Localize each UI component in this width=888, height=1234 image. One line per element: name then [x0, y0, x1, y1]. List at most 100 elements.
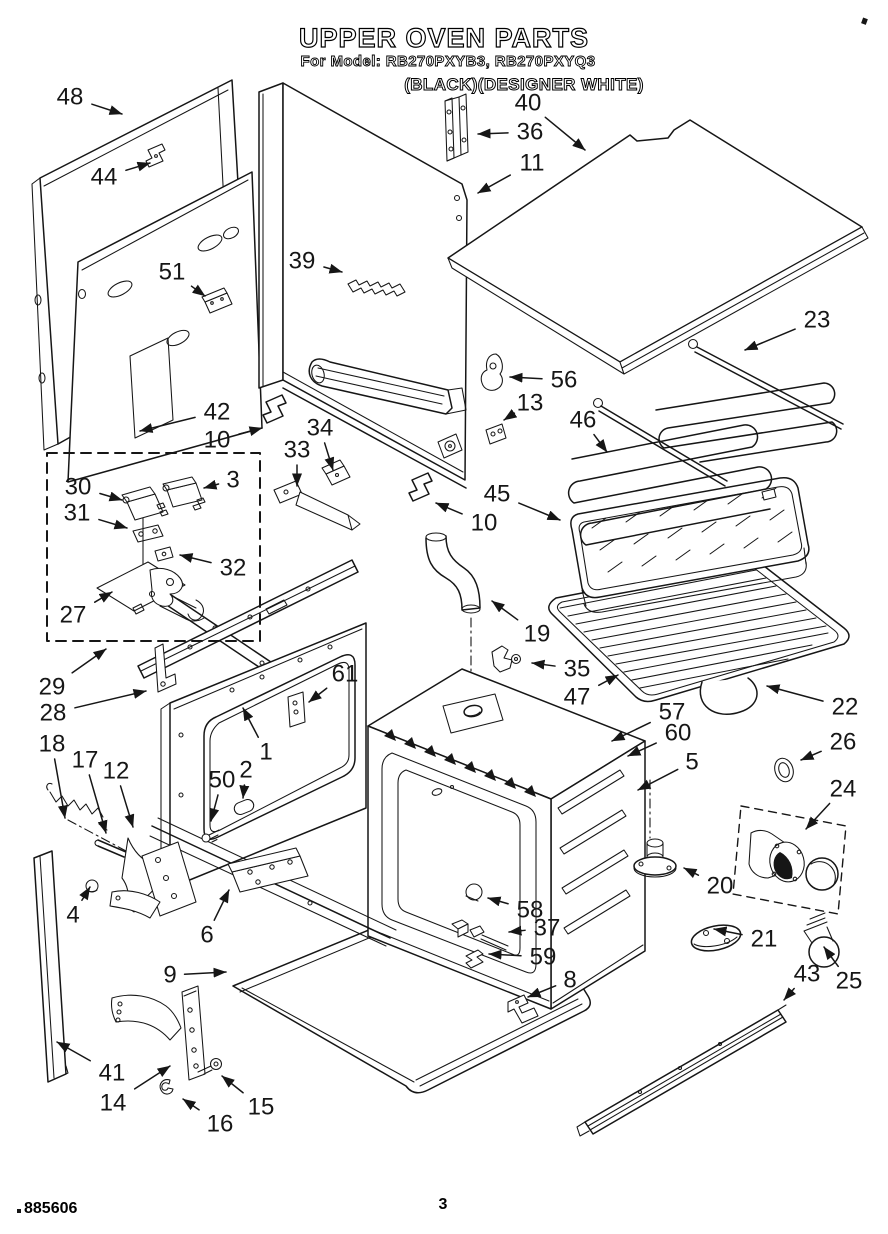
clip-44 — [145, 143, 166, 168]
callout-arrow-22 — [766, 684, 824, 702]
broiler-pan — [570, 476, 810, 613]
callout-label-46: 46 — [570, 407, 597, 434]
callout-arrow-21 — [713, 926, 743, 937]
callout-label-34: 34 — [307, 415, 334, 442]
callout-label-48: 48 — [57, 84, 84, 111]
callout-label-14: 14 — [100, 1090, 127, 1117]
light-socket-24 — [732, 805, 847, 915]
callout-label-56: 56 — [551, 367, 578, 394]
callout-arrow-2 — [239, 784, 250, 799]
callout-arrow-41 — [56, 1041, 92, 1062]
callout-label-60: 60 — [665, 720, 692, 747]
callout-arrow-37 — [508, 925, 526, 936]
main-top-panel — [447, 119, 869, 375]
bracket-6 — [227, 847, 309, 893]
callout-label-44: 44 — [91, 164, 118, 191]
vent-opening-plate — [442, 693, 504, 734]
keyhole-bracket-56 — [480, 353, 503, 391]
callout-arrow-3 — [203, 479, 220, 490]
latch-assembly-box — [46, 452, 261, 642]
callout-arrow-20 — [683, 867, 700, 879]
page-number: 3 — [439, 1196, 448, 1213]
callout-arrow-28 — [74, 689, 147, 709]
callout-label-25: 25 — [836, 968, 863, 995]
bracket-28 — [154, 643, 177, 693]
callout-label-29: 29 — [39, 674, 66, 701]
clip-10-lower — [408, 472, 433, 502]
callout-label-50: 50 — [209, 767, 236, 794]
callout-arrow-47 — [598, 674, 619, 687]
callout-arrow-58 — [487, 896, 509, 907]
callout-label-12: 12 — [103, 758, 130, 785]
footer-dot — [17, 1209, 21, 1213]
cap-58 — [465, 883, 483, 902]
bracket-51 — [201, 287, 233, 314]
callout-label-61: 61 — [332, 661, 359, 688]
callout-arrow-12 — [119, 785, 135, 828]
callout-arrow-32 — [179, 553, 212, 564]
print-speck — [861, 17, 868, 25]
callout-arrow-56 — [509, 372, 543, 383]
callout-arrow-16 — [182, 1098, 200, 1111]
callout-label-30: 30 — [65, 474, 92, 501]
callout-label-20: 20 — [707, 873, 734, 900]
callout-arrow-40 — [544, 116, 586, 151]
callout-label-8: 8 — [563, 967, 576, 994]
gasket-ring-26 — [774, 757, 794, 783]
leveling-foot-20 — [633, 838, 677, 878]
terminal-block-39 — [347, 279, 406, 297]
block-34 — [321, 459, 351, 486]
callout-label-51: 51 — [159, 259, 186, 286]
callout-arrow-57 — [611, 721, 651, 742]
pin-17 — [94, 839, 129, 858]
roller-2 — [233, 798, 255, 816]
lower-hinge-group — [110, 985, 223, 1095]
switch-30 — [121, 486, 169, 521]
oven-liner — [367, 668, 646, 1010]
callout-label-57: 57 — [659, 699, 686, 726]
latch-27 — [96, 561, 205, 622]
callout-arrow-11 — [477, 174, 512, 194]
callout-arrow-24 — [805, 802, 831, 830]
light-bulb-25 — [803, 912, 840, 968]
callout-label-37: 37 — [534, 915, 561, 942]
bracket-36 — [444, 93, 469, 162]
callout-label-10: 10 — [471, 510, 498, 537]
doc-number: 885606 — [24, 1200, 77, 1217]
callout-label-32: 32 — [220, 555, 247, 582]
callout-arrow-14 — [133, 1065, 171, 1090]
clip-59 — [465, 949, 484, 969]
sensor-37 — [451, 919, 509, 951]
hinge-12 — [109, 837, 197, 919]
callout-label-10: 10 — [204, 427, 231, 454]
callout-label-43: 43 — [794, 961, 821, 988]
callout-arrow-51 — [190, 284, 206, 297]
broil-element — [592, 338, 844, 487]
plate-32 — [154, 546, 174, 562]
vent-tube — [425, 532, 481, 701]
screw-50 — [201, 829, 220, 843]
clip-10-upper — [262, 394, 287, 424]
callout-label-13: 13 — [517, 390, 544, 417]
callout-arrow-9 — [183, 967, 227, 978]
callout-arrow-1 — [242, 707, 260, 738]
model-line: For Model: RB270PXYB3, RB270PXYQ3 — [301, 53, 596, 70]
callout-arrow-31 — [98, 518, 128, 530]
callout-label-59: 59 — [530, 944, 557, 971]
callout-arrow-25 — [823, 946, 840, 968]
callout-arrow-42 — [139, 416, 196, 433]
callout-arrow-10 — [238, 426, 263, 437]
callout-arrow-36 — [477, 128, 509, 139]
callout-arrow-44 — [125, 161, 151, 172]
bake-element — [567, 424, 777, 546]
callout-label-4: 4 — [66, 902, 79, 929]
clip-nut-16 — [159, 1079, 174, 1095]
corner-emblem — [437, 433, 463, 459]
vent-scoop — [308, 358, 467, 415]
bracket-8 — [507, 994, 539, 1024]
callout-label-47: 47 — [564, 684, 591, 711]
callout-arrow-35 — [531, 659, 556, 670]
callout-arrow-60 — [627, 742, 657, 757]
